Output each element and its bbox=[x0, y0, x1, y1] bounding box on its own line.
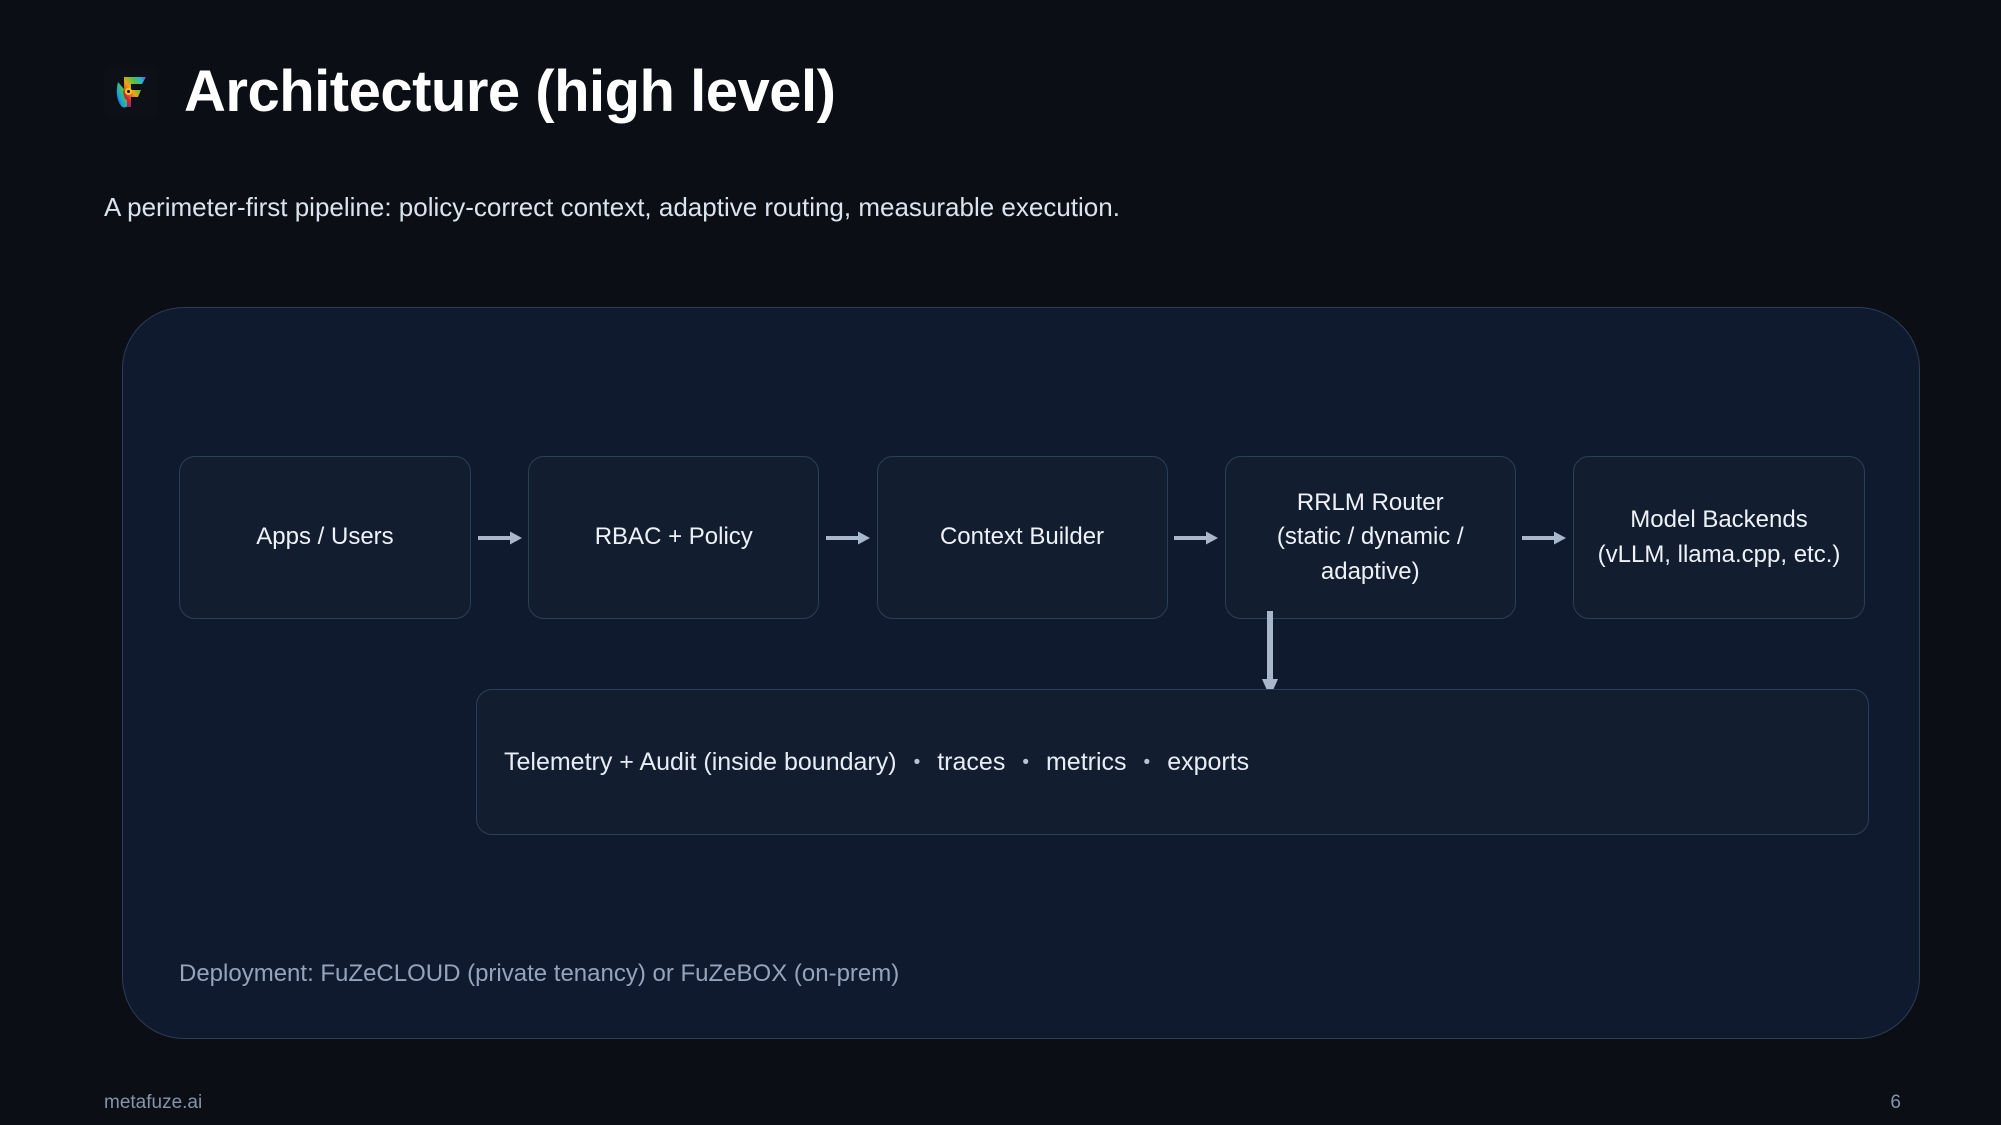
stage-label: Context Builder bbox=[939, 523, 1105, 551]
footer-page-number: 6 bbox=[1890, 1092, 1901, 1113]
stage-label: RBAC + Policy bbox=[594, 523, 753, 551]
bullet-separator-icon: • bbox=[913, 751, 921, 773]
stage-label: Model Backends (vLLM, llama.cpp, etc.) bbox=[1597, 506, 1841, 568]
stage-label: RRLM Router (static / dynamic / adaptive… bbox=[1276, 489, 1464, 585]
arrow-down-icon bbox=[1262, 611, 1278, 697]
telemetry-audit-box[interactable]: Telemetry + Audit (inside boundary) • tr… bbox=[476, 689, 1869, 835]
slide-header: Architecture (high level) bbox=[104, 59, 836, 124]
arrow-right-icon bbox=[1522, 531, 1567, 544]
telemetry-item-exports: exports bbox=[1167, 747, 1250, 776]
page-subtitle: A perimeter-first pipeline: policy-corre… bbox=[104, 192, 1120, 222]
telemetry-title: Telemetry + Audit (inside boundary) bbox=[504, 747, 897, 776]
pipeline-row: Apps / Users RBAC + Policy Context Build… bbox=[179, 456, 1865, 619]
fuze-f-logo-icon bbox=[104, 65, 158, 120]
stage-label: Apps / Users bbox=[256, 523, 394, 551]
stage-box-model-backends[interactable]: Model Backends (vLLM, llama.cpp, etc.) bbox=[1573, 456, 1865, 619]
stage-box-rrlm-router[interactable]: RRLM Router (static / dynamic / adaptive… bbox=[1224, 456, 1516, 619]
telemetry-item-metrics: metrics bbox=[1045, 747, 1127, 776]
deployment-note: Deployment: FuZeCLOUD (private tenancy) … bbox=[179, 960, 900, 987]
stage-box-context-builder[interactable]: Context Builder bbox=[876, 456, 1168, 619]
arrow-right-icon bbox=[477, 531, 522, 544]
stage-box-apps-users[interactable]: Apps / Users bbox=[179, 456, 471, 619]
stage-box-rbac-policy[interactable]: RBAC + Policy bbox=[528, 456, 820, 619]
page-title: Architecture (high level) bbox=[184, 59, 836, 124]
bullet-separator-icon: • bbox=[1143, 751, 1151, 773]
bullet-separator-icon: • bbox=[1022, 751, 1029, 773]
arrow-right-icon bbox=[825, 531, 870, 544]
telemetry-item-traces: traces bbox=[937, 747, 1006, 776]
security-boundary-panel: Apps / Users RBAC + Policy Context Build… bbox=[122, 307, 1920, 1039]
telemetry-line: Telemetry + Audit (inside boundary) • tr… bbox=[504, 748, 1249, 777]
footer-site-label: metafuze.ai bbox=[104, 1092, 203, 1113]
arrow-right-icon bbox=[1174, 531, 1219, 544]
